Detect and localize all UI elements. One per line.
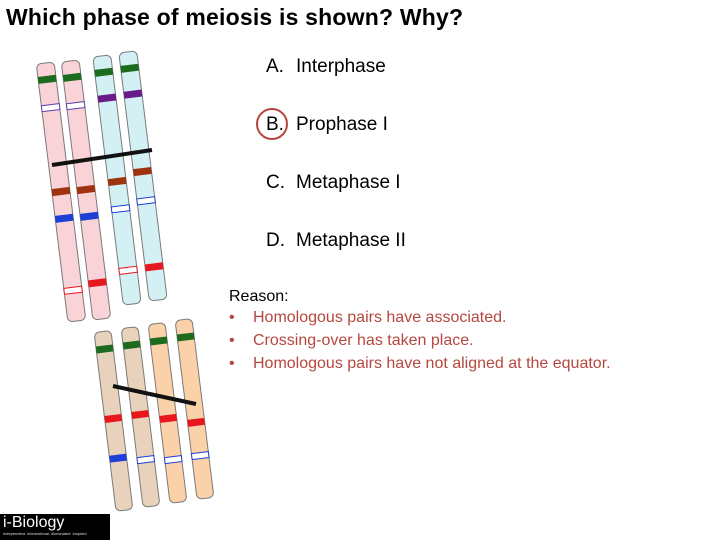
reason-label: Reason: — [229, 288, 611, 306]
bullet-icon: • — [229, 329, 235, 352]
option-a-letter: A. — [266, 56, 296, 78]
reason-list: • Homologous pairs have associated. • Cros… — [229, 306, 611, 375]
selected-answer-circle — [256, 108, 288, 140]
reason-item-text: Crossing-over has taken place. — [253, 332, 474, 349]
option-c[interactable]: C.Metaphase I — [266, 172, 401, 194]
reason-block: Reason: • Homologous pairs have associate… — [229, 288, 611, 375]
reason-item-text: Homologous pairs have not aligned at the… — [253, 355, 611, 372]
reason-item-text: Homologous pairs have associated. — [253, 309, 506, 326]
option-d[interactable]: D.Metaphase II — [266, 230, 406, 252]
logo-tagline: independent. international. illuminated.… — [3, 531, 110, 537]
reason-item: • Crossing-over has taken place. — [229, 329, 611, 352]
option-c-text: Metaphase I — [296, 172, 401, 193]
reason-item: • Homologous pairs have not aligned at th… — [229, 352, 611, 375]
logo-name: i-Biology — [3, 515, 110, 531]
option-a[interactable]: A.Interphase — [266, 56, 386, 78]
i-biology-logo: i-Biology independent. international. il… — [0, 514, 110, 540]
bullet-icon: • — [229, 306, 235, 329]
option-b-text: Prophase I — [296, 114, 388, 135]
option-c-letter: C. — [266, 172, 296, 194]
bullet-icon: • — [229, 352, 235, 375]
option-d-letter: D. — [266, 230, 296, 252]
reason-item: • Homologous pairs have associated. — [229, 306, 611, 329]
option-d-text: Metaphase II — [296, 230, 406, 251]
option-a-text: Interphase — [296, 56, 386, 77]
